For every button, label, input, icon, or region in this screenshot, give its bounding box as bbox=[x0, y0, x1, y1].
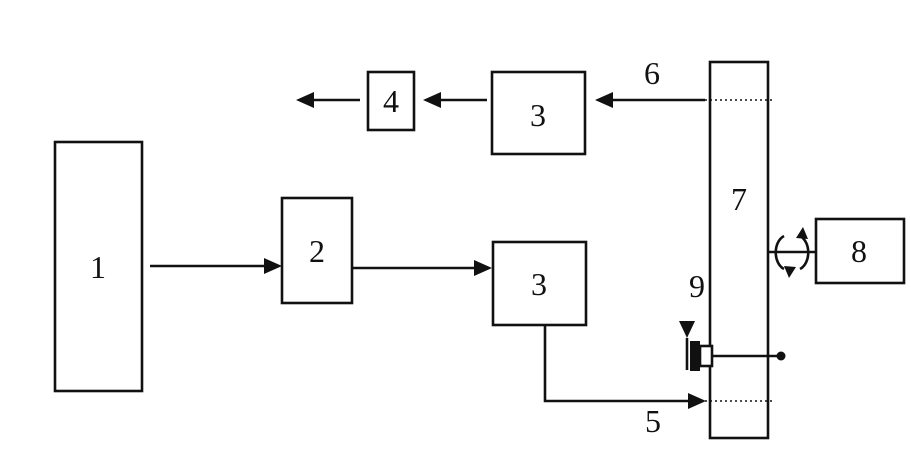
block-2: 2 bbox=[280, 196, 354, 305]
block-4-label: 4 bbox=[383, 83, 399, 119]
block-3-top: 3 bbox=[490, 70, 587, 156]
flow-6-arrow bbox=[595, 92, 705, 108]
item-9-label: 9 bbox=[689, 268, 705, 304]
block-8: 8 bbox=[814, 217, 906, 285]
block-3-bottom-label: 3 bbox=[531, 266, 547, 302]
block-2-label: 2 bbox=[309, 233, 325, 269]
fitting-9-cap bbox=[698, 344, 714, 368]
block-1-label: 1 bbox=[90, 249, 106, 285]
flow-5-arrow bbox=[543, 325, 706, 409]
rotation-icon bbox=[768, 227, 816, 278]
fitting-9-body bbox=[690, 341, 700, 371]
flow-6-label: 6 bbox=[644, 55, 660, 91]
rod-end-dot bbox=[776, 351, 786, 361]
column-7-label: 7 bbox=[731, 181, 747, 217]
output-arrow bbox=[296, 92, 360, 108]
column-7: 7 bbox=[705, 60, 774, 440]
arrow-3-to-4 bbox=[423, 92, 487, 108]
block-8-label: 8 bbox=[851, 233, 867, 269]
block-1: 1 bbox=[53, 140, 144, 393]
fitting-9 bbox=[679, 321, 786, 371]
block-3-top-label: 3 bbox=[530, 97, 546, 133]
arrow-2-to-3 bbox=[352, 260, 492, 276]
block-4: 4 bbox=[366, 70, 416, 132]
block-3-bottom: 3 bbox=[491, 240, 588, 327]
flow-5-label: 5 bbox=[645, 403, 661, 439]
arrow-1-to-2 bbox=[150, 258, 282, 274]
